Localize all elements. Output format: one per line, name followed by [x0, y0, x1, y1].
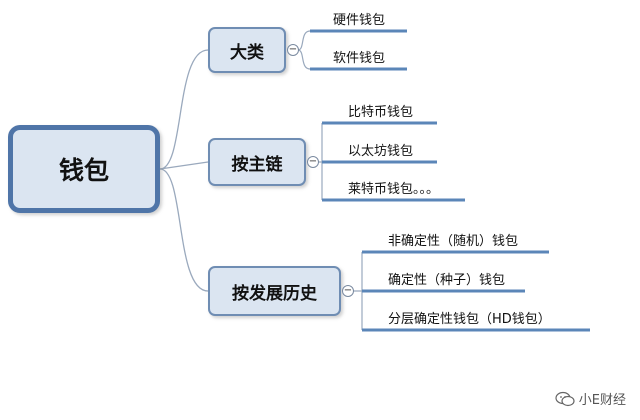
- watermark-text: 小E财经: [578, 393, 626, 408]
- collapse-toggle-icon[interactable]: −: [287, 44, 299, 56]
- root-node[interactable]: 钱包: [8, 125, 160, 213]
- leaf-node[interactable]: 硬件钱包: [333, 13, 386, 28]
- connector-root-branch1: [159, 49, 209, 170]
- branch-label: 按主链: [231, 154, 283, 175]
- branch-node-mainchain[interactable]: 按主链: [208, 138, 306, 186]
- branch-node-history[interactable]: 按发展历史: [208, 266, 341, 316]
- leaf-node[interactable]: 莱特币钱包。。。: [348, 182, 440, 197]
- collapse-toggle-icon[interactable]: −: [342, 285, 354, 297]
- leaf-node[interactable]: 确定性（种子）钱包: [388, 273, 506, 288]
- branch-label: 按发展历史: [232, 283, 317, 304]
- branch-node-category[interactable]: 大类: [208, 27, 286, 73]
- connector-b3: [353, 252, 363, 330]
- wechat-icon: [555, 391, 575, 406]
- collapse-toggle-icon[interactable]: −: [307, 156, 319, 168]
- connector-b1-l2: [297, 49, 311, 70]
- leaf-node[interactable]: 非确定性（随机）钱包: [388, 234, 519, 249]
- leaf-node[interactable]: 软件钱包: [333, 51, 386, 66]
- connector-root-branch3: [159, 168, 209, 292]
- leaf-node[interactable]: 以太坊钱包: [348, 144, 414, 159]
- root-label: 钱包: [58, 156, 109, 185]
- watermark: 小E财经: [555, 389, 626, 408]
- connector-b1-l1: [297, 30, 311, 51]
- branch-label: 大类: [230, 42, 264, 63]
- connector-root-branch2: [159, 161, 209, 170]
- leaf-node[interactable]: 分层确定性钱包（HD钱包）: [388, 312, 551, 327]
- leaf-node[interactable]: 比特币钱包: [348, 105, 414, 120]
